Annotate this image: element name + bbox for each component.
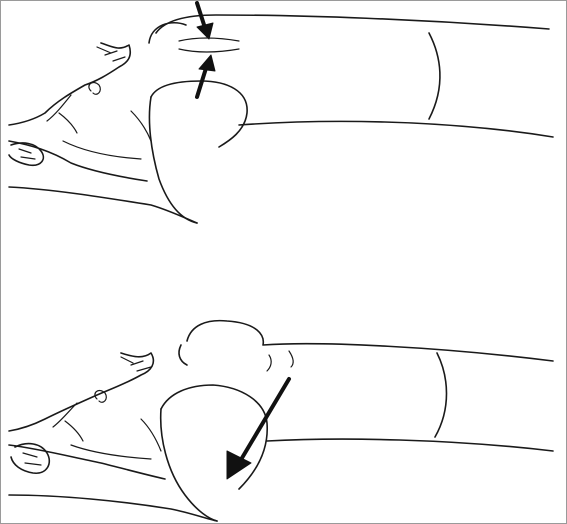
bottom-panel bbox=[9, 321, 553, 521]
top-arm-inner bbox=[149, 97, 197, 223]
top-fingers bbox=[19, 149, 35, 159]
bottom-hair bbox=[121, 357, 151, 371]
bottom-forearm-mid bbox=[71, 445, 151, 459]
top-chest bbox=[131, 111, 151, 141]
bottom-back-outline bbox=[187, 321, 553, 361]
bottom-scapula-marks bbox=[267, 351, 293, 371]
bottom-shoulder bbox=[179, 345, 187, 365]
bottom-lower-outline bbox=[267, 439, 553, 451]
bottom-chest bbox=[141, 419, 161, 451]
bottom-arm-inner bbox=[161, 409, 217, 521]
top-shoulder-bump bbox=[149, 23, 186, 43]
bottom-fingers bbox=[23, 453, 41, 465]
bottom-forearm-lower bbox=[9, 495, 217, 521]
top-panel bbox=[9, 3, 553, 223]
bottom-ear bbox=[95, 391, 106, 403]
top-lower-outline bbox=[239, 121, 553, 137]
top-face bbox=[47, 95, 77, 133]
top-head-outline bbox=[9, 43, 130, 125]
bottom-upper-arm bbox=[161, 385, 267, 489]
top-hair bbox=[97, 47, 125, 61]
top-forearm-lower bbox=[9, 187, 197, 223]
top-back-outline bbox=[156, 15, 549, 33]
bottom-waistline bbox=[435, 353, 447, 437]
top-waistline bbox=[429, 33, 440, 119]
top-hand bbox=[9, 143, 43, 165]
top-forearm-mid bbox=[63, 141, 141, 159]
top-ear bbox=[89, 83, 100, 95]
